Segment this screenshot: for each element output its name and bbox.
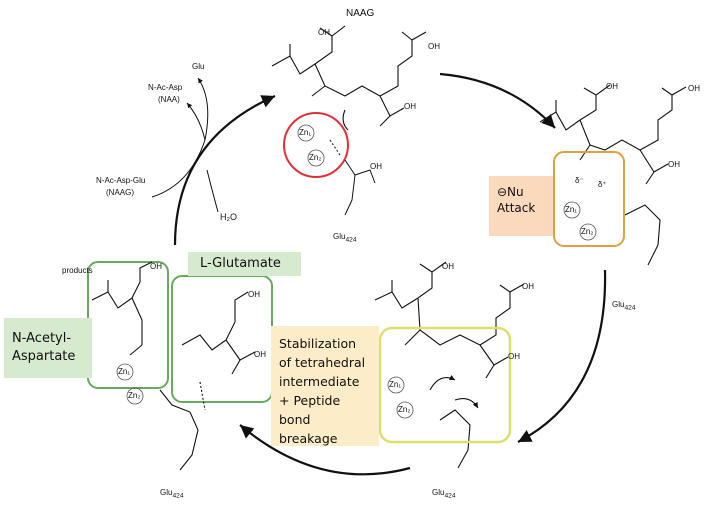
delta-plus-label: δ⁺ [598, 180, 607, 189]
nu-attack-ring-orange [553, 151, 625, 247]
zn1-atom-top [297, 124, 315, 142]
nu-attack-box: ⊖Nu Attack [489, 176, 553, 236]
stab-line1: Stabilization [279, 336, 357, 351]
naa-label-1: N-Ac-Asp [148, 83, 183, 92]
oh-label-8: OH [442, 262, 454, 271]
zn2-atom-top [307, 149, 325, 167]
water-label: H₂O [220, 212, 237, 222]
l-glutamate-box: L-Glutamate [188, 252, 301, 276]
oh-label-5: OH [606, 82, 618, 91]
products-label: products [62, 266, 93, 275]
glu424-top-label: Glu424 [333, 232, 357, 244]
attack-structure [539, 84, 687, 266]
delta-minus-label: δ⁻ [575, 176, 584, 185]
glu-label: Glu [192, 62, 205, 71]
glu424-top [329, 139, 376, 216]
zn2-label-right: Zn₂ [581, 227, 594, 236]
arrow-left [173, 94, 276, 246]
oh-label-1: OH [318, 28, 330, 37]
intermediate-ring-yellow [378, 326, 512, 444]
naag-label-1: N-Ac-Asp-Glu [96, 176, 146, 185]
arrow-right [517, 269, 607, 443]
stab-line3: intermediate [279, 374, 360, 389]
stabilization-box: Stabilization of tetrahedral intermediat… [271, 326, 379, 446]
zn1-label-top: Zn₁ [299, 128, 312, 137]
release-arrows [151, 77, 219, 213]
zn1-atom-bottom [387, 376, 405, 394]
stab-line2: of tetrahedral [279, 355, 366, 370]
oh-label-10: OH [508, 352, 520, 361]
products-structure [91, 261, 256, 471]
tetrahedral-structure [374, 261, 525, 469]
oh-label-13: OH [254, 350, 266, 359]
oh-label-3: OH [404, 102, 416, 111]
n-acetyl-aspartate-box: N-Acetyl- Aspartate [4, 318, 92, 378]
oh-label-12: OH [248, 290, 260, 299]
oh-label-4: OH [370, 162, 382, 171]
zn-ring-red [283, 112, 349, 178]
naag-label-2: (NAAG) [106, 188, 134, 197]
zn1-atom-left [116, 363, 134, 381]
glu424-bottom-label: Glu424 [432, 488, 456, 500]
naag-structure [271, 25, 427, 131]
oh-label-6: OH [688, 84, 700, 93]
oh-label-7: OH [668, 160, 680, 169]
n-acetyl-line1: N-Acetyl- [12, 331, 72, 346]
zn1-atom-right [563, 201, 581, 219]
oh-label-9: OH [522, 282, 534, 291]
zn1-label-left: Zn₁ [118, 367, 131, 376]
nu-attack-line1: ⊖Nu [497, 185, 524, 199]
naa-label-2: (NAA) [158, 95, 180, 104]
zn2-label-bottom: Zn₂ [398, 405, 411, 414]
stab-line5: bond [279, 412, 311, 427]
zn2-atom-bottom [396, 401, 414, 419]
zn1-label-bottom: Zn₁ [389, 380, 402, 389]
n-acetyl-line2: Aspartate [12, 349, 76, 364]
arrow-bottom [239, 424, 411, 476]
zn2-atom-right [579, 223, 597, 241]
nu-attack-line2: Attack [497, 201, 536, 215]
oh-label-11: OH [150, 262, 162, 271]
stab-line4: + Peptide [279, 393, 341, 408]
naag-title: NAAG [346, 8, 375, 19]
glu424-right-label: Glu424 [612, 300, 636, 312]
oh-label-2: OH [428, 42, 440, 51]
arrow-top [439, 72, 556, 129]
stab-line6: breakage [279, 431, 338, 446]
cycle-arrows [173, 72, 607, 476]
zn2-label-top: Zn₂ [309, 153, 322, 162]
zn2-atom-left [126, 387, 144, 405]
zn1-label-right: Zn₁ [565, 205, 578, 214]
zn2-label-left: Zn₂ [128, 391, 141, 400]
glu424-left-label: Glu424 [160, 488, 184, 500]
